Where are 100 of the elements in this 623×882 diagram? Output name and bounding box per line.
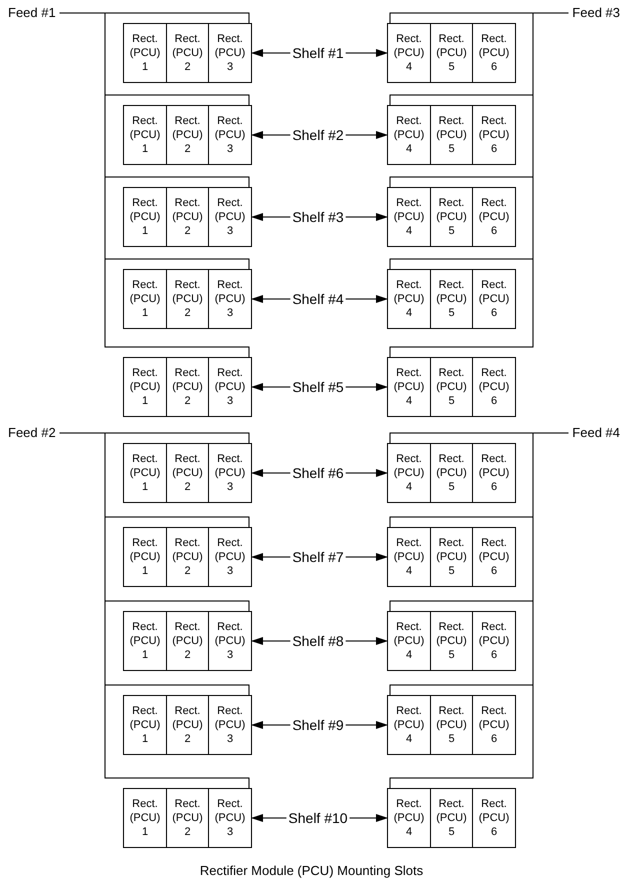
rectifier-slot: Rect. (PCU) 1 xyxy=(124,528,166,586)
rectifier-slot: Rect. (PCU) 2 xyxy=(166,188,208,246)
rectifier-slot: Rect. (PCU) 3 xyxy=(208,358,251,416)
rectifier-slot: Rect. (PCU) 3 xyxy=(208,270,251,328)
rectifier-shelf-box xyxy=(123,443,252,503)
rectifier-slot: Rect. (PCU) 4 xyxy=(388,270,430,328)
shelf-label: Shelf #7 xyxy=(292,549,344,565)
arrow xyxy=(250,637,291,645)
rectifier-slot: Rect. (PCU) 5 xyxy=(430,789,472,847)
rectifier-slot: Rect. (PCU) 2 xyxy=(166,696,208,754)
rectifier-slot: Rect. (PCU) 4 xyxy=(388,789,430,847)
rectifier-slot: Rect. (PCU) 5 xyxy=(430,188,472,246)
rectifier-slot: Rect. (PCU) 2 xyxy=(166,24,208,82)
rectifier-slot: Rect. (PCU) 6 xyxy=(472,270,515,328)
rectifier-slot: Rect. (PCU) 5 xyxy=(430,528,472,586)
rectifier-slot: Rect. (PCU) 1 xyxy=(124,696,166,754)
arrow xyxy=(250,213,291,221)
rectifier-slot: Rect. (PCU) 2 xyxy=(166,270,208,328)
rectifier-shelf-box xyxy=(387,695,516,755)
rectifier-slot: Rect. (PCU) 1 xyxy=(124,612,166,670)
rectifier-shelf-box xyxy=(387,105,516,165)
arrow xyxy=(345,553,388,561)
rectifier-slot: Rect. (PCU) 3 xyxy=(208,24,251,82)
shelf-label: Shelf #6 xyxy=(292,465,344,481)
rectifier-shelf-box xyxy=(387,788,516,848)
arrow xyxy=(250,553,291,561)
rectifier-slot: Rect. (PCU) 2 xyxy=(166,106,208,164)
rectifier-slot: Rect. (PCU) 3 xyxy=(208,444,251,502)
arrow xyxy=(349,814,388,822)
arrow xyxy=(345,49,388,57)
shelf-label: Shelf #8 xyxy=(292,633,344,649)
arrow xyxy=(345,383,388,391)
rectifier-slot: Rect. (PCU) 2 xyxy=(166,789,208,847)
rectifier-slot: Rect. (PCU) 6 xyxy=(472,696,515,754)
rectifier-slot: Rect. (PCU) 3 xyxy=(208,612,251,670)
shelf-label: Shelf #4 xyxy=(292,291,344,307)
rectifier-slot: Rect. (PCU) 4 xyxy=(388,696,430,754)
rectifier-slot: Rect. (PCU) 1 xyxy=(124,188,166,246)
rectifier-slot: Rect. (PCU) 1 xyxy=(124,24,166,82)
shelf-label: Shelf #10 xyxy=(288,810,348,826)
feed-line xyxy=(390,12,569,358)
arrow xyxy=(250,131,291,139)
shelf-label: Shelf #2 xyxy=(292,127,344,143)
rectifier-slot: Rect. (PCU) 4 xyxy=(388,612,430,670)
arrow xyxy=(250,383,291,391)
arrow xyxy=(345,469,388,477)
feed-label: Feed #1 xyxy=(8,5,56,21)
shelf-label: Shelf #9 xyxy=(292,717,344,733)
rectifier-shelf-box xyxy=(387,611,516,671)
rectifier-slot: Rect. (PCU) 3 xyxy=(208,528,251,586)
rectifier-slot: Rect. (PCU) 3 xyxy=(208,188,251,246)
arrow xyxy=(250,814,287,822)
feed-line xyxy=(59,432,250,788)
feed-label: Feed #4 xyxy=(572,425,620,441)
rectifier-shelf-box xyxy=(123,187,252,247)
rectifier-slot: Rect. (PCU) 6 xyxy=(472,789,515,847)
rectifier-shelf-box xyxy=(123,611,252,671)
rectifier-slot: Rect. (PCU) 5 xyxy=(430,106,472,164)
rectifier-slot: Rect. (PCU) 2 xyxy=(166,528,208,586)
rectifier-slot: Rect. (PCU) 5 xyxy=(430,24,472,82)
rectifier-slot: Rect. (PCU) 5 xyxy=(430,696,472,754)
rectifier-slot: Rect. (PCU) 1 xyxy=(124,789,166,847)
rectifier-shelf-box xyxy=(123,695,252,755)
arrow xyxy=(250,469,291,477)
arrow xyxy=(250,295,291,303)
rectifier-slot: Rect. (PCU) 2 xyxy=(166,358,208,416)
rectifier-slot: Rect. (PCU) 1 xyxy=(124,106,166,164)
arrow xyxy=(250,721,291,729)
rectifier-slot: Rect. (PCU) 3 xyxy=(208,106,251,164)
arrow xyxy=(345,213,388,221)
rectifier-slot: Rect. (PCU) 6 xyxy=(472,612,515,670)
shelf-label: Shelf #1 xyxy=(292,45,344,61)
rectifier-shelf-box xyxy=(123,788,252,848)
caption: Rectifier Module (PCU) Mounting Slots xyxy=(200,863,424,878)
arrow xyxy=(250,49,291,57)
rectifier-slot: Rect. (PCU) 3 xyxy=(208,789,251,847)
rectifier-slot: Rect. (PCU) 5 xyxy=(430,612,472,670)
rectifier-slot: Rect. (PCU) 6 xyxy=(472,24,515,82)
rectifier-slot: Rect. (PCU) 4 xyxy=(388,444,430,502)
arrow xyxy=(345,721,388,729)
rectifier-shelf-box xyxy=(123,527,252,587)
rectifier-shelf-box xyxy=(387,443,516,503)
shelf-label: Shelf #5 xyxy=(292,379,344,395)
rectifier-shelf-box xyxy=(123,269,252,329)
rectifier-slot: Rect. (PCU) 6 xyxy=(472,358,515,416)
feed-line xyxy=(390,432,569,788)
rectifier-shelf-box xyxy=(387,269,516,329)
rectifier-slot: Rect. (PCU) 1 xyxy=(124,358,166,416)
rectifier-slot: Rect. (PCU) 5 xyxy=(430,270,472,328)
rectifier-shelf-box xyxy=(387,23,516,83)
rectifier-slot: Rect. (PCU) 6 xyxy=(472,444,515,502)
rectifier-slot: Rect. (PCU) 2 xyxy=(166,444,208,502)
rectifier-shelf-box xyxy=(387,357,516,417)
rectifier-shelf-box xyxy=(123,23,252,83)
rectifier-slot: Rect. (PCU) 6 xyxy=(472,106,515,164)
feed-label: Feed #2 xyxy=(8,425,56,441)
rectifier-slot: Rect. (PCU) 1 xyxy=(124,270,166,328)
rectifier-slot: Rect. (PCU) 4 xyxy=(388,188,430,246)
rectifier-slot: Rect. (PCU) 6 xyxy=(472,528,515,586)
rectifier-shelf-box xyxy=(387,187,516,247)
